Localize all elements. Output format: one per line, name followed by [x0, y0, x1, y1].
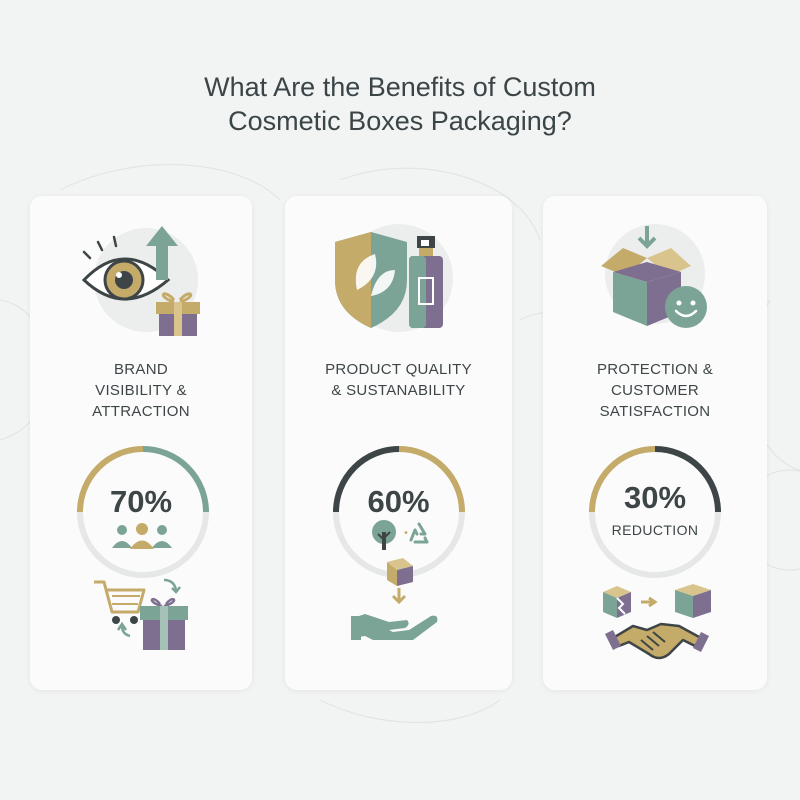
label-line: ATTRACTION: [92, 403, 190, 420]
progress-ring-segment: [333, 446, 400, 513]
reduction-label: REDUCTION: [611, 522, 699, 538]
title-line-2: Cosmetic Boxes Packaging?: [228, 106, 572, 136]
label-line: PRODUCT QUALITY: [325, 361, 472, 378]
hand-box-icon: [351, 558, 438, 640]
label-line: SATISFACTION: [599, 403, 711, 420]
percent-value: 60%: [367, 484, 430, 519]
shield-leaf-icon: [335, 224, 453, 332]
label-line: CUSTOMER: [611, 382, 699, 399]
title-line-1: What Are the Benefits of Custom: [204, 72, 596, 102]
tree-icon: [372, 520, 396, 550]
spray-bottle-icon: [409, 236, 443, 328]
progress-ring: [77, 446, 209, 578]
page-title: What Are the Benefits of Custom Cosmetic…: [0, 70, 800, 138]
arrow-up-icon: [146, 226, 178, 280]
benefit-label: PRODUCT QUALITY & SUSTANABILITY: [285, 359, 512, 401]
progress-ring-segment: [77, 446, 144, 513]
progress-ring-segment: [589, 446, 656, 513]
smiley-icon: [665, 286, 707, 328]
label-line: PROTECTION &: [596, 361, 714, 378]
benefit-label: BRAND VISIBILITY & ATTRACTION: [30, 359, 252, 422]
shopping-cart-icon: [94, 578, 188, 650]
progress-ring-segment: [142, 446, 209, 513]
percent-value: 70%: [109, 484, 173, 519]
benefit-card-product-quality: PRODUCT QUALITY & SUSTANABILITY 60% •: [285, 196, 512, 690]
percent-value: 30%: [623, 480, 687, 515]
people-group-icon: [112, 523, 172, 549]
progress-ring: [589, 446, 721, 578]
progress-ring-segment: [398, 446, 465, 513]
damaged-box-icon: [603, 584, 711, 660]
gift-box-icon: [156, 292, 200, 336]
benefit-label: PROTECTION & CUSTOMER SATISFACTION: [543, 359, 767, 422]
label-line: BRAND: [113, 361, 168, 378]
benefit-card-protection: PROTECTION & CUSTOMER SATISFACTION 30% R…: [543, 196, 767, 690]
svg-text:•: •: [403, 528, 409, 539]
progress-ring-segment: [654, 446, 721, 513]
benefit-card-brand-visibility: BRAND VISIBILITY & ATTRACTION 70%: [30, 196, 252, 690]
label-line: & SUSTANABILITY: [331, 382, 466, 399]
recycle-icon: •: [403, 522, 429, 544]
label-line: VISIBILITY &: [95, 382, 187, 399]
